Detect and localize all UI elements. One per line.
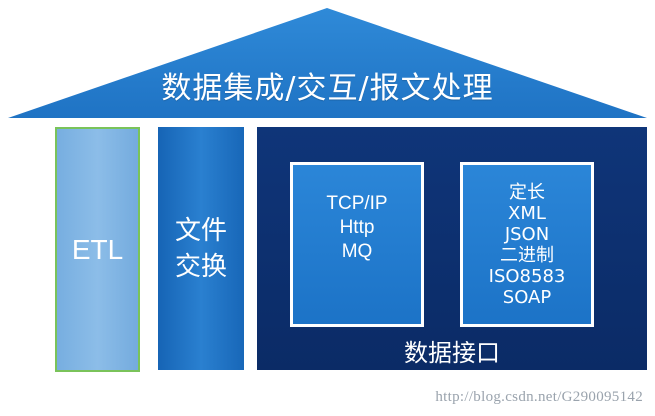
roof-triangle (8, 8, 647, 118)
protocol-item: Http (339, 216, 375, 238)
format-item: JSON (504, 223, 550, 245)
roof-title: 数据集成/交互/报文处理 (161, 71, 494, 106)
etl-pillar: ETL (55, 127, 140, 372)
roof (8, 8, 647, 118)
formats-box: 定长 XML JSON 二进制 ISO8583 SOAP (460, 162, 594, 327)
etl-label: ETL (71, 233, 124, 265)
watermark-url: http://blog.csdn.net/G290095142 (435, 389, 643, 405)
format-item: SOAP (502, 286, 552, 308)
format-item: ISO8583 (488, 265, 566, 287)
protocol-item: MQ (341, 240, 373, 262)
file-exchange-line2: 交换 (174, 251, 227, 282)
file-exchange-pillar: 文件 交换 (158, 127, 244, 370)
protocol-item: TCP/IP (326, 192, 388, 214)
data-interface-panel: TCP/IP Http MQ 定长 XML JSON 二进制 ISO8583 S… (257, 127, 647, 370)
format-item: 定长 (509, 181, 545, 203)
protocols-box: TCP/IP Http MQ (290, 162, 424, 327)
format-item: 二进制 (500, 244, 554, 266)
file-exchange-line1: 文件 (174, 215, 227, 246)
data-interface-label: 数据接口 (404, 339, 500, 367)
format-item: XML (508, 202, 546, 224)
